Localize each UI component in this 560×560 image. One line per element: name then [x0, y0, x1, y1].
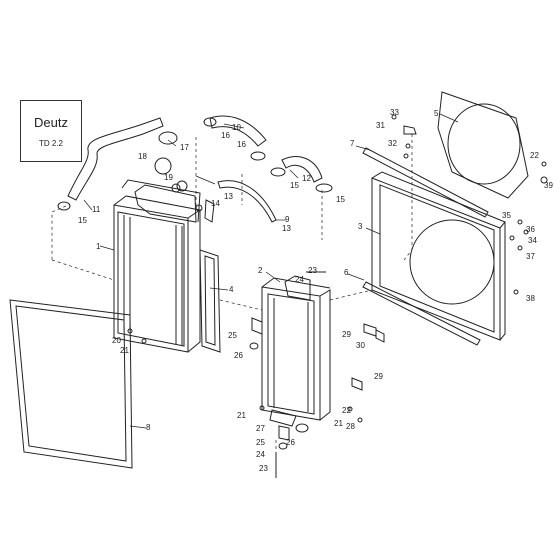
callout-35: 35 [502, 211, 511, 220]
callout-39: 39 [544, 181, 553, 190]
callout-24b: 24 [256, 450, 265, 459]
callout-13b: 13 [282, 224, 291, 233]
callout-6: 6 [344, 268, 349, 277]
callout-10: 10 [232, 123, 241, 132]
callout-16b: 16 [237, 140, 246, 149]
callout-27: 27 [256, 424, 265, 433]
callout-37: 37 [526, 252, 535, 261]
callout-22a: 22 [530, 151, 539, 160]
title-block: Deutz TD 2.2 [20, 100, 82, 162]
fan-ring-plate [437, 91, 529, 199]
hardware-parts [57, 114, 548, 478]
callout-29a: 29 [342, 330, 351, 339]
callout-26a: 26 [234, 351, 243, 360]
callout-21a: 21 [120, 346, 129, 355]
callout-28: 28 [346, 422, 355, 431]
callout-38: 38 [526, 294, 535, 303]
callout-32: 32 [388, 139, 397, 148]
callout-25b: 25 [256, 438, 265, 447]
callout-13a: 13 [224, 192, 233, 201]
callout-17: 17 [180, 143, 189, 152]
callout-labels: 1 2 3 4 5 6 7 8 9 10 11 12 13 13 14 15 1… [78, 108, 553, 473]
callout-12: 12 [302, 174, 311, 183]
callout-11: 11 [92, 205, 101, 214]
callout-21c: 21 [334, 419, 343, 428]
callout-30: 30 [356, 341, 365, 350]
callout-23b: 23 [259, 464, 268, 473]
callout-5: 5 [434, 109, 439, 118]
callout-4: 4 [229, 285, 234, 294]
gasket-frame [9, 299, 133, 469]
callout-3: 3 [358, 222, 363, 231]
callout-9: 9 [285, 215, 290, 224]
callout-19: 19 [164, 173, 173, 182]
main-radiator [113, 179, 215, 353]
model-label: TD 2.2 [38, 139, 63, 148]
callout-34: 34 [528, 236, 537, 245]
callout-8: 8 [146, 423, 151, 432]
callout-25a: 25 [228, 331, 237, 340]
callout-15b: 15 [290, 181, 299, 190]
alignment-lines [51, 134, 413, 456]
callout-15c: 15 [336, 195, 345, 204]
callout-1: 1 [96, 242, 101, 251]
callout-24a: 24 [295, 275, 304, 284]
callout-18: 18 [138, 152, 147, 161]
side-bracket [199, 249, 221, 353]
fan-shroud [371, 171, 506, 341]
callout-2: 2 [258, 266, 263, 275]
callout-31: 31 [376, 121, 385, 130]
callout-22b: 22 [342, 406, 351, 415]
callout-7: 7 [350, 139, 355, 148]
callout-23a: 23 [308, 266, 317, 275]
callout-20: 20 [112, 336, 121, 345]
callout-14: 14 [211, 199, 220, 208]
callout-15a: 15 [78, 216, 87, 225]
hoses [67, 115, 323, 223]
callout-21b: 21 [237, 411, 246, 420]
seal-strips [362, 147, 489, 346]
callout-29b: 29 [374, 372, 383, 381]
callout-16a: 16 [221, 131, 230, 140]
manufacturer-label: Deutz [34, 115, 68, 130]
callout-33: 33 [390, 108, 399, 117]
leader-lines [83, 113, 459, 429]
oil-cooler [261, 275, 331, 421]
callout-26b: 26 [286, 438, 295, 447]
callout-36: 36 [526, 225, 535, 234]
